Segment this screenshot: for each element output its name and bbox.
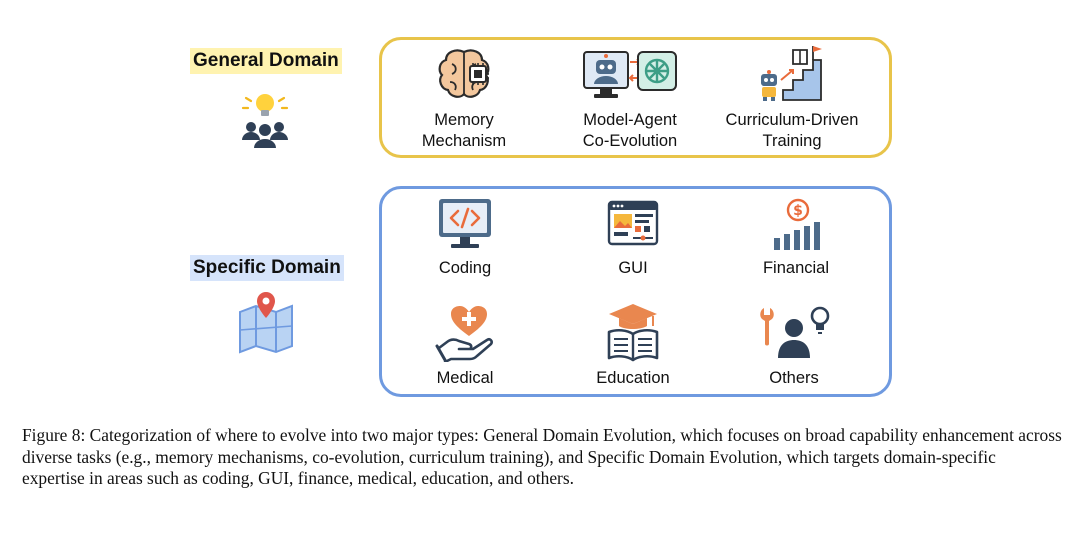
general-domain-box xyxy=(379,37,892,158)
others-item: Others xyxy=(694,304,894,389)
memory-mechanism-label: Memory Mechanism xyxy=(421,111,507,150)
gui-window-icon xyxy=(607,200,659,246)
gui-label: GUI xyxy=(618,259,648,277)
education-label: Education xyxy=(596,369,670,387)
specific-domain-box xyxy=(379,186,892,397)
svg-text:$: $ xyxy=(793,203,803,219)
curriculum-driven-training-item: Curriculum-Driven Training xyxy=(692,44,892,152)
specific-domain-tag: Specific Domain xyxy=(190,255,344,281)
medical-item: Medical xyxy=(365,304,565,389)
wrench-person-bulb-icon xyxy=(760,306,830,358)
heart-hand-icon xyxy=(435,306,493,362)
figure-caption: Figure 8: Categorization of where to evo… xyxy=(22,425,1062,489)
financial-item: $ Financial xyxy=(696,196,896,279)
general-domain-tag: General Domain xyxy=(190,48,342,74)
model-agent-coevolution-item: Model-Agent Co-Evolution xyxy=(530,44,730,152)
others-label: Others xyxy=(769,369,819,387)
robot-stairs-book-icon xyxy=(761,46,822,101)
dollar-bar-chart-icon: $ xyxy=(774,198,820,250)
graduation-book-icon xyxy=(607,304,659,362)
model-agent-coevolution-label: Model-Agent Co-Evolution xyxy=(582,111,678,150)
coding-label: Coding xyxy=(438,259,492,277)
robot-computer-exchange-icon xyxy=(583,51,677,98)
financial-label: Financial xyxy=(762,259,830,277)
lightbulb-people-icon xyxy=(236,88,294,155)
medical-label: Medical xyxy=(436,369,494,387)
education-item: Education xyxy=(533,302,733,389)
gui-item: GUI xyxy=(533,196,733,279)
brain-chip-icon xyxy=(438,49,490,98)
curriculum-driven-training-label: Curriculum-Driven Training xyxy=(725,111,859,150)
coding-item: Coding xyxy=(365,196,565,279)
code-monitor-icon xyxy=(439,199,491,248)
memory-mechanism-item: Memory Mechanism xyxy=(364,44,564,152)
map-pin-icon xyxy=(236,290,296,359)
